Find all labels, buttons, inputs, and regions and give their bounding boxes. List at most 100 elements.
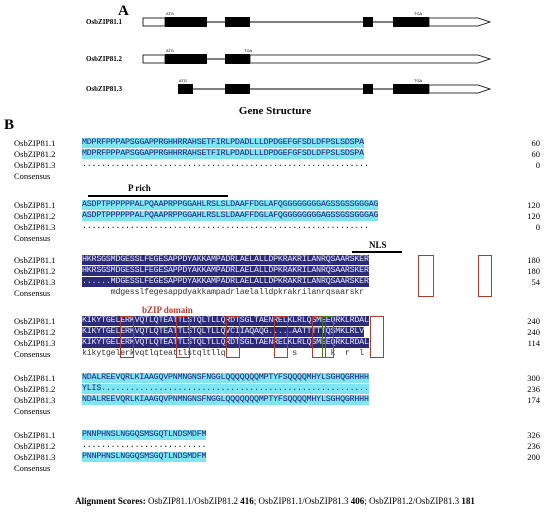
- consensus-row: Consensus: [0, 463, 550, 473]
- nls-residue-box: [478, 255, 492, 297]
- sequence-name: Consensus: [14, 233, 51, 243]
- exon: [165, 54, 207, 64]
- sequence-residues: YLIS....................................…: [82, 384, 369, 394]
- sequence-name: OsbZIP81.1: [14, 200, 56, 210]
- sequence-row: OsbZIP81.3 PNNPHNSLNGGQSMSGQTLNDSMDFM 200: [0, 452, 550, 462]
- residue-count: 174: [527, 395, 540, 405]
- residue-count: 120: [527, 211, 540, 221]
- nls-label: NLS: [369, 240, 387, 250]
- sequence-residues: ASDPTPPPPPPALPQAAPRPPGGAHLRSLSLDAAFFDGLA…: [82, 211, 379, 221]
- sequence-name: OsbZIP81.3: [14, 277, 56, 287]
- exon: [363, 84, 373, 94]
- start-codon-label: ATG: [179, 78, 187, 83]
- residue-count: 240: [527, 327, 540, 337]
- panel-a-label: A: [118, 3, 129, 19]
- sequence-name: OsbZIP81.2: [14, 441, 56, 451]
- sequence-name: Consensus: [14, 463, 51, 473]
- sequence-name: Consensus: [14, 406, 51, 416]
- stop-codon-label: TGA: [414, 78, 423, 83]
- sequence-row: OsbZIP81.1 KIKYTGELERKVQTLQTEATTLSTQLTLLQ…: [0, 316, 550, 326]
- residue-count: 240: [527, 316, 540, 326]
- sequence-name: OsbZIP81.3: [14, 452, 56, 462]
- alignment-scores: Alignment Scores: OsbZIP81.1/OsbZIP81.2 …: [75, 496, 475, 506]
- bzip-residue-box: [322, 316, 334, 358]
- start-codon-label: ATG: [166, 11, 174, 16]
- gene-name: OsbZIP81.3: [86, 85, 122, 93]
- bzip-residue-box: [226, 316, 240, 358]
- sequence-residues: ASDPTPPPPPPALPQAAPRPPGGAHLRSLSLDAAFFDGLA…: [82, 200, 379, 210]
- scores-prefix: Alignment Scores:: [75, 496, 146, 506]
- consensus-row: Consensus kikytgelerkvqtlqteattlstqltllq …: [0, 349, 550, 359]
- exon: [165, 17, 207, 27]
- gene-structure-title: Gene Structure: [238, 105, 312, 117]
- sequence-residues: NDALREEVQRLKIAAGQVPNMNGNSFNGGLQQQQQQQMPT…: [82, 395, 369, 405]
- consensus-row: Consensus: [0, 406, 550, 416]
- consensus-row: Consensus mdgesslfegesappdyakkampadrlael…: [0, 288, 550, 298]
- utr-5-prime: [142, 54, 166, 64]
- sequence-name: Consensus: [14, 288, 51, 298]
- sequence-residues: MDPRFPPPAPSGGAPPRGHHRRAHSETFIRLPDADLLLDP…: [82, 149, 364, 159]
- consensus-row: Consensus: [0, 171, 550, 181]
- gene-model-1: [142, 17, 492, 27]
- score-value: 416: [240, 496, 254, 506]
- sequence-residues: KIKYTGELERKVQTLQTEATTLSTQLTLLQRDTSGLTAEN…: [82, 316, 369, 326]
- sequence-name: Consensus: [14, 349, 51, 359]
- residue-count: 0: [535, 160, 540, 170]
- start-codon-label: ATG: [166, 48, 174, 53]
- sequence-row: OsbZIP81.3..............................…: [0, 222, 550, 232]
- sequence-name: OsbZIP81.3: [14, 338, 56, 348]
- sequence-name: OsbZIP81.2: [14, 384, 56, 394]
- sequence-residues: PNNPHNSLNGGQSMSGQTLNDSMDFM: [82, 452, 207, 462]
- score-pair: OsbZIP81.1/OsbZIP81.2: [148, 496, 239, 506]
- sequence-row: OsbZIP81.1 MDPRFPPPAPSGGAPPRGHHRRAHSETFIR…: [0, 138, 550, 148]
- nls-residue-box: [418, 255, 434, 297]
- residue-count: 114: [527, 338, 540, 348]
- residue-count: 236: [527, 441, 540, 451]
- sequence-residues: MDPRFPPPAPSGGAPPRGHHRRAHSETFIRLPDADLLLDP…: [82, 138, 364, 148]
- sequence-name: OsbZIP81.2: [14, 266, 56, 276]
- residue-count: 200: [527, 452, 540, 462]
- residue-count: 180: [527, 255, 540, 265]
- sequence-residues: HKRSGSMDGESSLFEGESAPPDYAKKAMPADRLAELALLD…: [82, 266, 369, 276]
- sequence-residues: ........................................…: [82, 222, 369, 231]
- residue-count: 300: [527, 373, 540, 383]
- score-pair: OsbZIP81.2/OsbZIP81.3: [369, 496, 460, 506]
- sequence-row: OsbZIP81.3 KIKYTGELERKVQTLQTEATTLSTQLTLLQ…: [0, 338, 550, 348]
- gene-model-2: [142, 54, 492, 64]
- bzip-domain-label: bZIP domain: [142, 305, 193, 315]
- sequence-name: OsbZIP81.1: [14, 430, 56, 440]
- exon: [363, 17, 373, 27]
- p-rich-label: P rich: [128, 183, 151, 193]
- residue-count: 54: [531, 277, 541, 287]
- utr-3-prime: [428, 84, 492, 94]
- nls-bar: [352, 251, 402, 253]
- sequence-name: OsbZIP81.2: [14, 327, 56, 337]
- p-rich-bar: [88, 195, 228, 197]
- sequence-residues: mdgesslfegesappdyakkampadrlaelalldpkrakr…: [82, 288, 364, 297]
- sequence-name: OsbZIP81.1: [14, 373, 56, 383]
- sequence-residues: ..........................: [82, 441, 207, 450]
- residue-count: 180: [527, 266, 540, 276]
- sequence-row: OsbZIP81.2.......................... 236: [0, 441, 550, 451]
- residue-count: 236: [527, 384, 540, 394]
- sequence-row: OsbZIP81.2 KIKYTGELERKVQTLQTEATTLSTQLTLLQ…: [0, 327, 550, 337]
- sequence-name: OsbZIP81.1: [14, 316, 56, 326]
- residue-count: 0: [535, 222, 540, 232]
- sequence-residues: KIKYTGELERKVQTLQTEATTLSTQLTLLQRDTSGLTAEN…: [82, 338, 369, 348]
- exon: [225, 17, 250, 27]
- sequence-row: OsbZIP81.2 MDPRFPPPAPSGGAPPRGHHRRAHSETFIR…: [0, 149, 550, 159]
- exon: [225, 84, 250, 94]
- utr-3-prime: [428, 17, 492, 27]
- sequence-row: OsbZIP81.1 ASDPTPPPPPPALPQAAPRPPGGAHLRSLS…: [0, 200, 550, 210]
- sequence-residues: KIKYTGELERKVQTLQTEATTLSTQLTLLQVCIIAQAQG.…: [82, 327, 364, 337]
- sequence-name: OsbZIP81.1: [14, 138, 56, 148]
- stop-codon-label: TGA: [414, 11, 423, 16]
- sequence-residues: NDALREEVQRLKIAAGQVPNMNGNSFNGGLQQQQQQQMPT…: [82, 373, 369, 383]
- sequence-name: OsbZIP81.2: [14, 149, 56, 159]
- sequence-row: OsbZIP81.1 NDALREEVQRLKIAAGQVPNMNGNSFNGGL…: [0, 373, 550, 383]
- sequence-residues: kikytgelerkvqtlqteattlstqltllq s k r l: [82, 349, 364, 358]
